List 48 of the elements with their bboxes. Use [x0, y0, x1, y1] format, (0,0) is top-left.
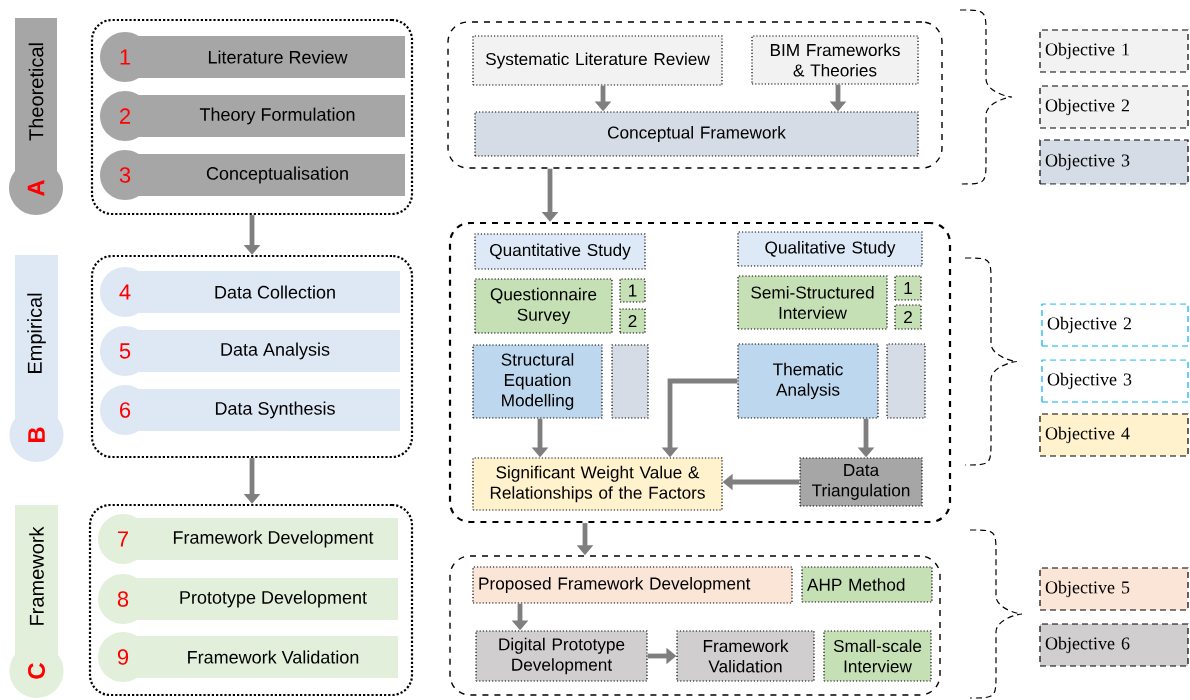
process-box: Digital Prototype Development	[475, 630, 648, 682]
objective-box: Objective 2	[1041, 303, 1189, 347]
tool-box	[886, 343, 926, 419]
step-pill: 8 Prototype Development	[98, 574, 398, 624]
phase-tab: Empirical B	[9, 255, 64, 462]
objective-box: Objective 5	[1039, 567, 1189, 611]
group-frame	[449, 555, 941, 696]
group-frame	[448, 221, 952, 524]
step-pill: 3 Conceptualisation	[100, 150, 405, 200]
process-box: Framework Validation	[676, 630, 815, 682]
step-pill: 5 Data Analysis	[100, 326, 400, 376]
step-pill: 9 Framework Validation	[98, 632, 398, 682]
process-box: Questionnaire Survey	[474, 278, 613, 334]
process-box: Conceptual Framework	[474, 111, 919, 157]
process-box: Data Triangulation	[799, 457, 923, 507]
step-pill: 2 Theory Formulation	[100, 91, 405, 141]
group-frame	[88, 503, 414, 697]
process-box: Qualitative Study	[737, 231, 923, 267]
process-box: AHP Method	[801, 566, 933, 603]
number-box: 1	[619, 278, 646, 303]
number-box: 2	[894, 304, 922, 330]
phase-tab: Framework C	[9, 505, 64, 698]
objective-box: Objective 3	[1041, 359, 1189, 403]
process-box: Systematic Literature Review	[472, 35, 723, 86]
process-box: Proposed Framework Development	[472, 566, 793, 604]
objective-box: Objective 2	[1039, 85, 1189, 129]
process-box: Significant Weight Value & Relationships of the Factors	[472, 457, 723, 511]
group-frame	[447, 21, 943, 169]
objective-box: Objective 4	[1039, 413, 1189, 457]
process-box: Structural Equation Modelling	[472, 344, 603, 419]
step-pill: 4 Data Collection	[100, 267, 400, 317]
group-frame	[90, 254, 414, 459]
objective-box: Objective 1	[1039, 29, 1189, 73]
group-frame	[90, 18, 414, 216]
process-box: Quantitative Study	[474, 233, 646, 270]
process-box: BIM Frameworks & Theories	[751, 35, 919, 85]
number-box: 2	[619, 308, 646, 334]
tool-box	[611, 344, 649, 419]
step-pill: 7 Framework Development	[98, 514, 398, 564]
step-pill: 1 Literature Review	[100, 32, 405, 82]
process-box: Small-scale Interview	[823, 630, 932, 682]
objective-box: Objective 6	[1039, 623, 1189, 667]
step-pill: 6 Data Synthesis	[100, 385, 400, 435]
number-box: 1	[894, 275, 922, 301]
phase-tab: Theoretical A	[9, 18, 63, 215]
process-box: Thematic Analysis	[737, 343, 879, 419]
objective-box: Objective 3	[1039, 139, 1189, 185]
process-box: Semi-Structured Interview	[737, 275, 888, 330]
